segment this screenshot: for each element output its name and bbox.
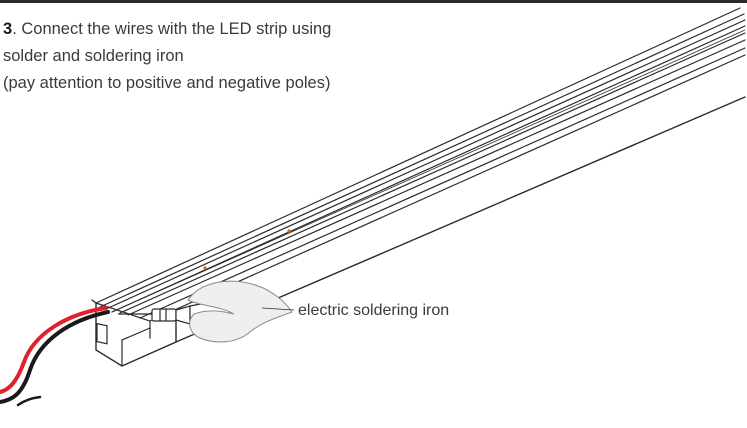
instruction-line-1-text: . Connect the wires with the LED strip u… xyxy=(12,20,332,38)
led-strip xyxy=(111,29,746,313)
callout-leader xyxy=(261,307,295,311)
soldering-iron-label: electric soldering iron xyxy=(298,302,450,319)
wire-pair xyxy=(0,306,110,407)
instruction-line-2: solder and soldering iron xyxy=(3,47,184,65)
hand xyxy=(187,280,293,343)
top-rule xyxy=(0,0,747,3)
step-number: 3 xyxy=(3,20,13,38)
instruction-line-3: (pay attention to positive and negative … xyxy=(3,74,331,92)
instruction-line-1: 3. Connect the wires with the LED strip … xyxy=(3,16,443,43)
instruction-text: 3. Connect the wires with the LED strip … xyxy=(3,16,443,97)
